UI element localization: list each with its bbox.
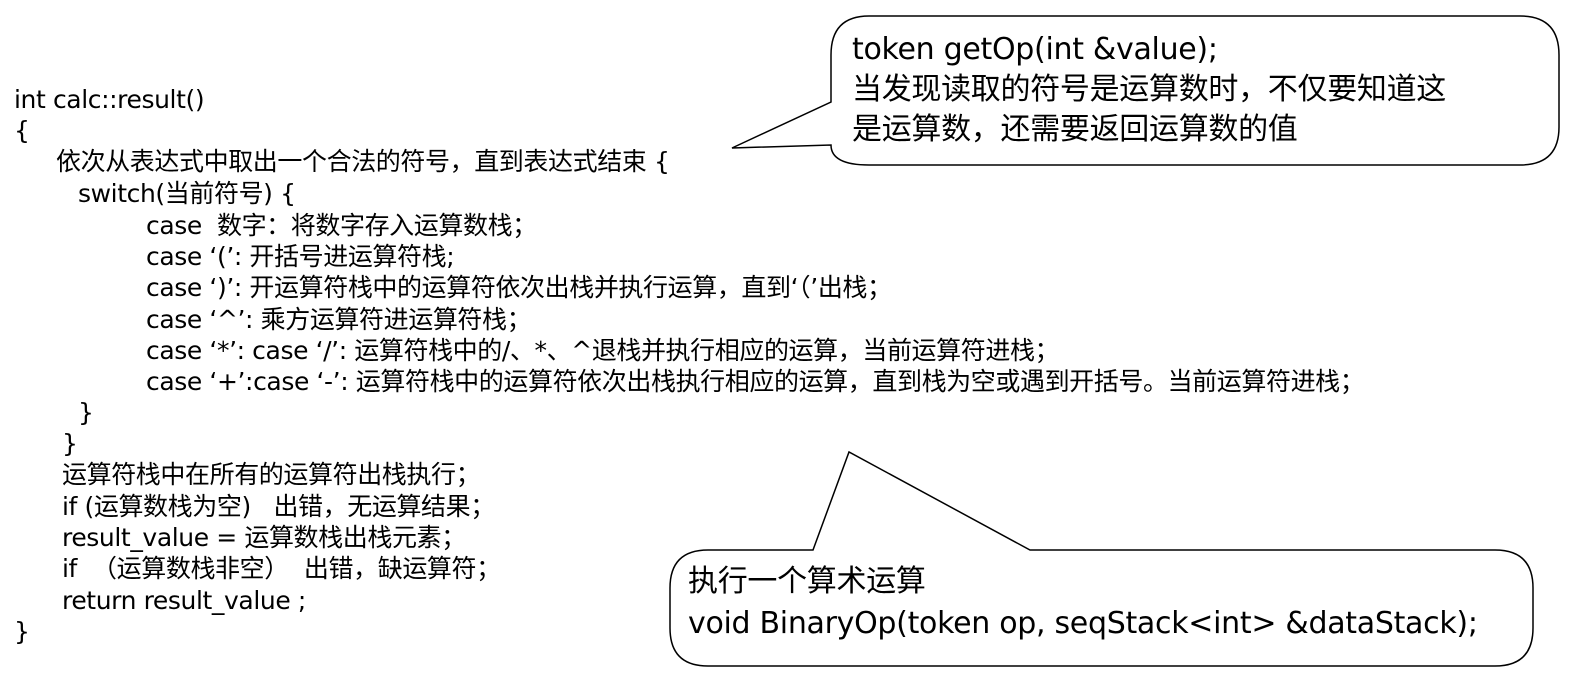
getop-signature: token getOp(int &value); [852, 32, 1218, 67]
getop-description-1: 当发现读取的符号是运算数时，不仅要知道这 [852, 72, 1446, 107]
code-line-1: int calc::result() [14, 85, 205, 114]
code-line-5: case 数字：将数字存入运算数栈； [146, 211, 537, 240]
code-line-17: return result_value ; [62, 586, 306, 615]
code-line-14: if (运算数栈为空) 出错，无运算结果； [62, 492, 495, 521]
code-line-6: case ‘(’: 开括号进运算符栈; [146, 242, 455, 271]
code-line-18: } [14, 617, 30, 646]
code-line-15: result_value = 运算数栈出栈元素； [62, 523, 466, 552]
binaryop-signature: void BinaryOp(token op, seqStack<int> &d… [688, 606, 1478, 641]
binaryop-callout-bubble [669, 450, 1534, 667]
code-line-8: case ‘^’: 乘方运算符进运算符栈； [146, 305, 532, 334]
code-line-11: } [78, 398, 94, 427]
code-line-7: case ‘)’: 开运算符栈中的运算符依次出栈并执行运算，直到‘（’出栈； [146, 273, 892, 302]
code-line-9: case ‘*’: case ‘/’: 运算符栈中的/、*、^退栈并执行相应的运… [146, 336, 1060, 365]
binaryop-description: 执行一个算术运算 [688, 564, 926, 599]
code-line-16: if （运算数栈非空） 出错，缺运算符； [62, 554, 501, 583]
code-line-13: 运算符栈中在所有的运算符出栈执行； [62, 460, 481, 489]
code-line-3: 依次从表达式中取出一个合法的符号，直到表达式结束 { [56, 147, 670, 176]
code-line-10: case ‘+’:case ‘-’: 运算符栈中的运算符依次出栈执行相应的运算，… [146, 367, 1365, 396]
getop-callout-bubble [731, 15, 1560, 166]
code-line-12: } [62, 429, 78, 458]
code-line-4: switch(当前符号) { [78, 179, 296, 208]
code-line-2: { [14, 116, 30, 145]
getop-description-2: 是运算数，还需要返回运算数的值 [852, 112, 1298, 147]
